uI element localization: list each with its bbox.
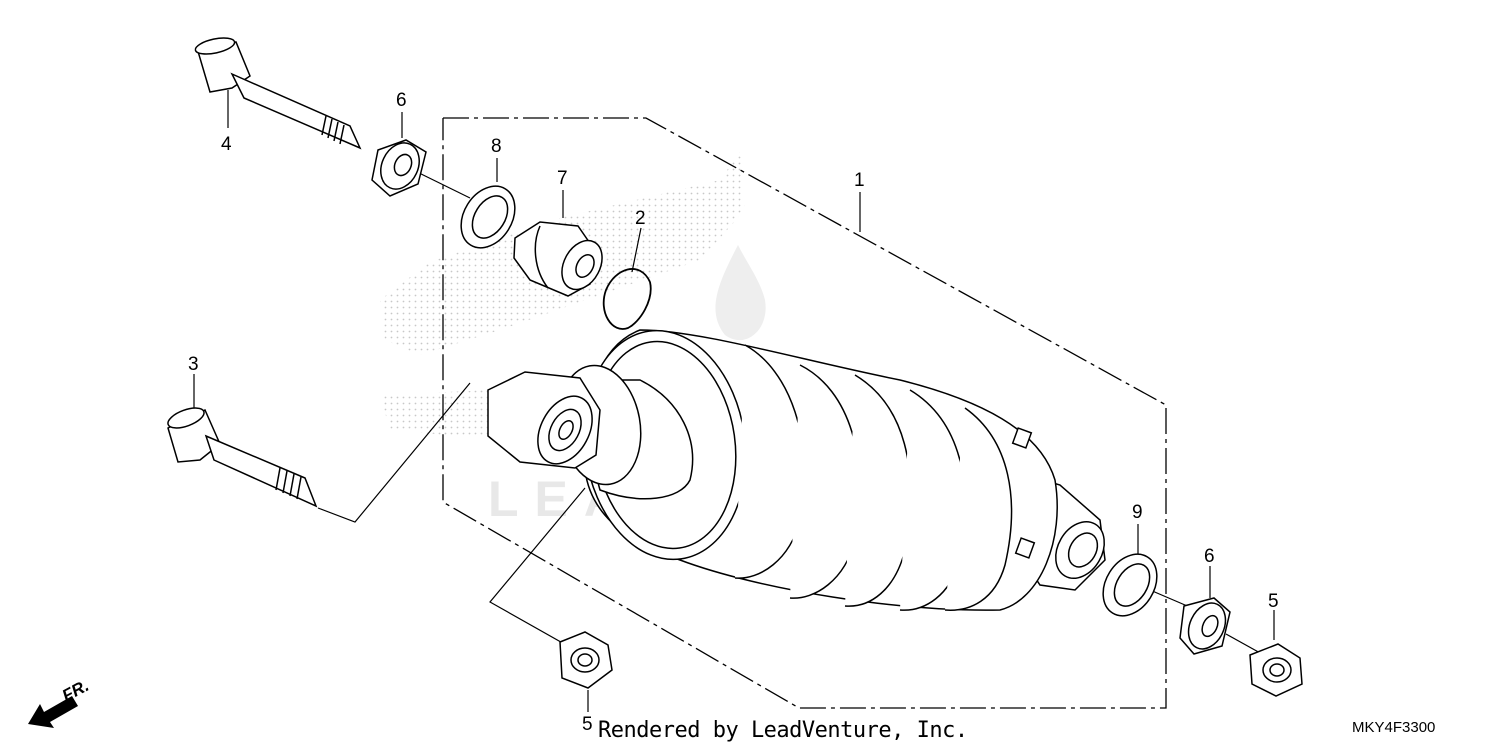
callout-1: 1 [854,170,865,191]
callout-2: 2 [635,208,646,229]
front-direction-indicator: FR. [28,676,92,728]
callout-9: 9 [1132,502,1143,523]
callout-6-upper: 6 [396,90,407,111]
bolt-long-upper [194,37,362,150]
seal-upper [460,185,516,249]
render-credit: Rendered by LeadVenture, Inc. [598,718,968,743]
front-arrow-icon [28,696,78,728]
circlip [602,268,652,330]
nut-right [1249,643,1303,697]
collar-upper [371,139,427,197]
bushing [513,221,603,297]
callout-4: 4 [221,134,232,155]
bolt-long-lower [167,407,318,508]
nut-left [559,631,613,689]
diagram-code: MKY4F3300 [1352,719,1436,736]
seal-lower [1102,553,1158,617]
callout-5-right: 5 [1268,591,1279,612]
callout-8: 8 [491,136,502,157]
collar-lower [1179,597,1231,655]
shock-absorber [487,329,1106,611]
callout-3: 3 [188,354,199,375]
callout-5-left: 5 [582,714,593,735]
assembly-outline [442,117,1167,709]
callout-7: 7 [557,168,568,189]
callout-6-lower: 6 [1204,546,1215,567]
